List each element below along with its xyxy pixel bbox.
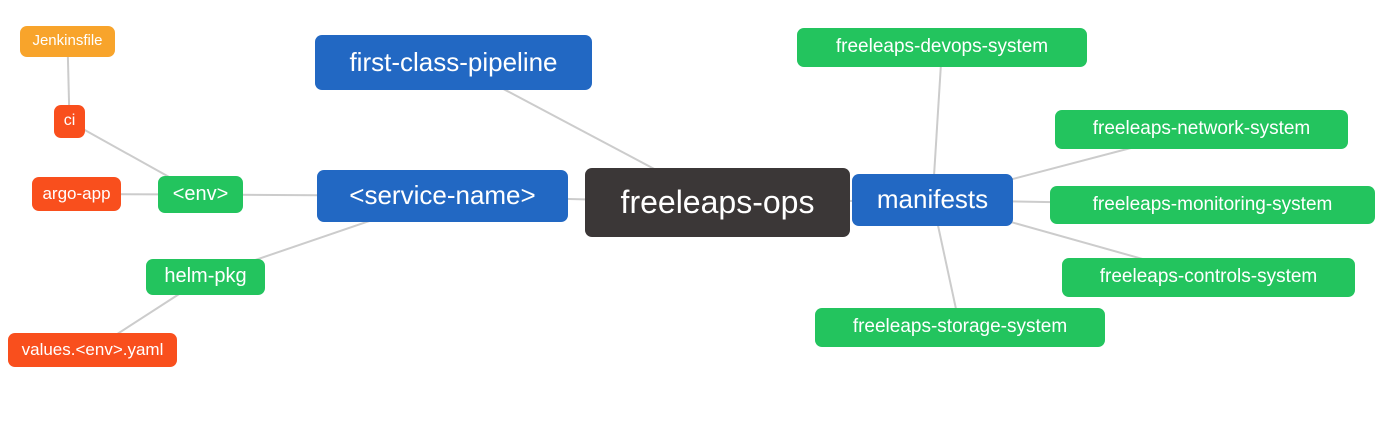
node-label: ci xyxy=(63,111,76,129)
node-label: argo-app xyxy=(42,183,111,203)
node-label: manifests xyxy=(876,184,989,214)
node-helm-pkg[interactable]: helm-pkg xyxy=(146,259,265,295)
node-service-name[interactable]: <service-name> xyxy=(317,170,568,222)
node-first-class-pipeline[interactable]: first-class-pipeline xyxy=(315,35,592,90)
node-label: freeleaps-ops xyxy=(620,183,815,220)
node-label: values.<env>.yaml xyxy=(21,339,164,359)
node-label: freeleaps-monitoring-system xyxy=(1092,193,1333,215)
node-label: <env> xyxy=(172,182,229,205)
node-label: first-class-pipeline xyxy=(349,46,558,77)
node-label: freeleaps-storage-system xyxy=(852,316,1068,337)
node-network-system[interactable]: freeleaps-network-system xyxy=(1055,110,1348,149)
node-jenkinsfile[interactable]: Jenkinsfile xyxy=(20,26,115,57)
node-env[interactable]: <env> xyxy=(158,176,243,213)
node-freeleaps-ops[interactable]: freeleaps-ops xyxy=(585,168,850,237)
node-values-env-yaml[interactable]: values.<env>.yaml xyxy=(8,333,177,367)
node-ci[interactable]: ci xyxy=(54,105,85,138)
node-label: freeleaps-devops-system xyxy=(835,36,1049,57)
node-manifests[interactable]: manifests xyxy=(852,174,1013,226)
node-argo-app[interactable]: argo-app xyxy=(32,177,121,211)
node-label: freeleaps-controls-system xyxy=(1099,266,1318,287)
node-label: <service-name> xyxy=(349,180,536,210)
node-controls-system[interactable]: freeleaps-controls-system xyxy=(1062,258,1355,297)
node-monitoring-system[interactable]: freeleaps-monitoring-system xyxy=(1050,186,1375,224)
node-label: freeleaps-network-system xyxy=(1092,118,1311,139)
node-storage-system[interactable]: freeleaps-storage-system xyxy=(815,308,1105,347)
node-label: helm-pkg xyxy=(164,265,247,287)
node-devops-system[interactable]: freeleaps-devops-system xyxy=(797,28,1087,67)
node-label: Jenkinsfile xyxy=(32,32,103,49)
